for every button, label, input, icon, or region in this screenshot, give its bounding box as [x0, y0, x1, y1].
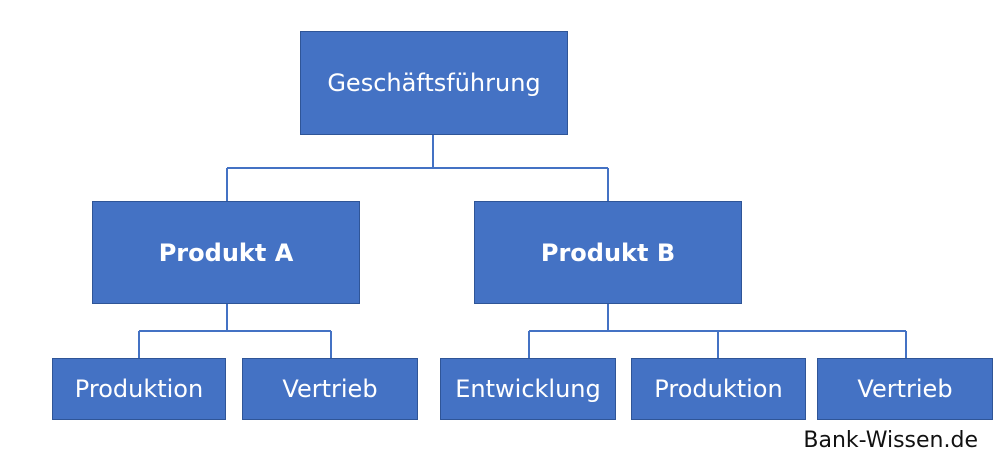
node-produkt-b-label: Produkt B — [540, 238, 676, 267]
watermark-text: Bank-Wissen.de — [803, 428, 978, 453]
node-b-produktion-label: Produktion — [654, 375, 783, 403]
node-b-vertrieb-label: Vertrieb — [857, 375, 953, 403]
node-b-entwicklung: Entwicklung — [440, 358, 616, 420]
node-b-entwicklung-label: Entwicklung — [455, 375, 601, 403]
node-produkt-a-label: Produkt A — [158, 238, 294, 267]
node-b-vertrieb: Vertrieb — [817, 358, 993, 420]
node-geschaeftsfuehrung: Geschäftsführung — [300, 31, 568, 135]
node-a-produktion: Produktion — [52, 358, 226, 420]
node-a-vertrieb-label: Vertrieb — [282, 375, 378, 403]
node-a-vertrieb: Vertrieb — [242, 358, 418, 420]
node-b-produktion: Produktion — [631, 358, 806, 420]
node-geschaeftsfuehrung-label: Geschäftsführung — [327, 69, 541, 97]
node-a-produktion-label: Produktion — [74, 375, 204, 403]
node-produkt-b: Produkt B — [474, 201, 742, 304]
node-produkt-a: Produkt A — [92, 201, 360, 304]
